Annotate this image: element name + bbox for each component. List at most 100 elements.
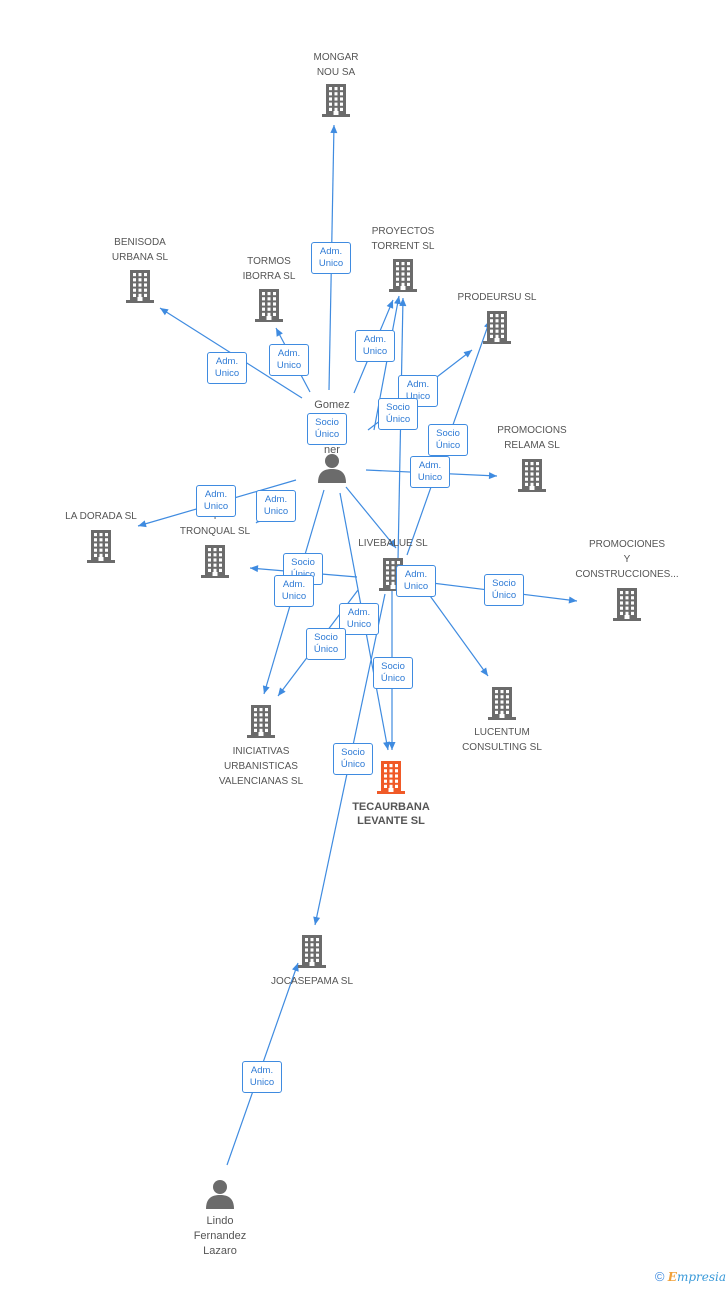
person-icon[interactable] bbox=[205, 1179, 235, 1209]
edge-arrowhead bbox=[138, 520, 147, 528]
footer-brand[interactable]: © Empresia bbox=[655, 1269, 726, 1284]
relationship-badge[interactable]: Adm.Unico bbox=[339, 603, 379, 635]
node-label-line: LA DORADA SL bbox=[65, 511, 137, 522]
building-icon[interactable] bbox=[86, 529, 116, 563]
badge-text: Adm. bbox=[250, 1065, 274, 1076]
relationship-badge[interactable]: Adm.Unico bbox=[207, 352, 247, 384]
building-icon[interactable] bbox=[482, 310, 512, 344]
node-label-line: ner bbox=[324, 444, 340, 456]
badge-text: Único bbox=[491, 590, 517, 601]
badge-text: Unico bbox=[362, 346, 388, 357]
relationship-badge[interactable]: Adm.Unico bbox=[196, 485, 236, 517]
edge-arrowhead bbox=[568, 596, 577, 604]
badge-text: Unico bbox=[263, 506, 289, 517]
node-label-line: CONSTRUCCIONES... bbox=[575, 569, 679, 580]
building-icon[interactable] bbox=[254, 288, 284, 322]
building-icon[interactable] bbox=[388, 258, 418, 292]
badge-text: Unico bbox=[249, 1077, 275, 1088]
brand-logo: Empresia bbox=[667, 1270, 726, 1284]
node-label-dorada[interactable]: LA DORADA SL bbox=[36, 509, 166, 524]
node-label-line: BENISODA bbox=[114, 237, 166, 248]
node-label-prodeursu[interactable]: PRODEURSU SL bbox=[432, 290, 562, 305]
badge-text: Adm. bbox=[404, 569, 428, 580]
badge-text: Adm. bbox=[264, 494, 288, 505]
edge-line bbox=[345, 486, 397, 549]
badge-text: Unico bbox=[405, 391, 431, 402]
relationship-badge[interactable]: Adm.Unico bbox=[269, 344, 309, 376]
node-label-line: VALENCIANAS SL bbox=[218, 776, 304, 787]
relationship-badge[interactable]: Adm.Unico bbox=[410, 456, 450, 488]
building-icon[interactable] bbox=[376, 760, 406, 794]
building-icon[interactable] bbox=[612, 587, 642, 621]
badge-text: Único bbox=[340, 759, 366, 770]
badge-text: Unico bbox=[281, 591, 307, 602]
building-icon[interactable] bbox=[200, 544, 230, 578]
edge-arrowhead bbox=[394, 296, 401, 305]
relationship-badge[interactable]: Adm.Unico bbox=[256, 490, 296, 522]
badge-text: Socio bbox=[314, 632, 338, 643]
node-label-line: Y bbox=[623, 554, 631, 565]
building-icon[interactable] bbox=[246, 704, 276, 738]
badge-text: Socio bbox=[436, 428, 460, 439]
edge-arrowhead bbox=[313, 916, 321, 925]
node-label-line: LUCENTUM bbox=[474, 727, 530, 738]
building-icon[interactable] bbox=[297, 934, 327, 968]
person-icon[interactable] bbox=[317, 453, 347, 483]
badge-text: Único bbox=[380, 673, 406, 684]
node-label-line: TORMOS bbox=[247, 256, 291, 267]
node-label-construcciones[interactable]: PROMOCIONES Y CONSTRUCCIONES... bbox=[562, 537, 692, 582]
node-label-livebalue[interactable]: LIVEBALUE SL bbox=[328, 536, 458, 551]
relationship-badge[interactable]: Adm.Unico bbox=[396, 565, 436, 597]
node-label-line: LEVANTE SL bbox=[357, 815, 425, 827]
building-icon[interactable] bbox=[517, 458, 547, 492]
badge-text: Unico bbox=[417, 472, 443, 483]
badge-text: Unico bbox=[346, 619, 372, 630]
edge-arrowhead bbox=[386, 300, 394, 309]
node-label-jocasepama[interactable]: JOCASEPAMA SL bbox=[247, 974, 377, 989]
building-icon[interactable] bbox=[321, 83, 351, 117]
node-label-line: PROYECTOS bbox=[371, 226, 435, 237]
relationship-badge[interactable]: Adm.Unico bbox=[311, 242, 351, 274]
node-label-line: PROMOCIONS bbox=[497, 425, 567, 436]
node-label-line: INICIATIVAS bbox=[232, 746, 290, 757]
edge-arrowhead bbox=[463, 350, 472, 358]
badge-text: Único bbox=[284, 569, 322, 581]
edge-arrowhead bbox=[388, 539, 396, 548]
node-label-line: Lazaro bbox=[203, 1245, 237, 1257]
edge-arrowhead bbox=[160, 308, 169, 316]
edge-arrowhead bbox=[262, 685, 270, 694]
copyright-icon: © bbox=[654, 1269, 665, 1284]
badge-text: Socio bbox=[341, 747, 365, 758]
badge-text: Único bbox=[313, 644, 339, 655]
relationship-badge[interactable]: Adm.Unico bbox=[355, 330, 395, 362]
edge-arrowhead bbox=[480, 667, 488, 676]
building-icon[interactable] bbox=[125, 269, 155, 303]
edge-arrowhead bbox=[488, 472, 497, 480]
relationship-badge[interactable]: Adm.Unico bbox=[242, 1061, 282, 1093]
node-label-line: PROMOCIONES bbox=[588, 539, 666, 550]
relationship-badge[interactable]: Adm.Unico bbox=[274, 575, 314, 607]
badge-text: Unico bbox=[203, 501, 229, 512]
edge-arrowhead bbox=[292, 963, 299, 972]
edge-arrowhead bbox=[388, 742, 396, 750]
building-icon[interactable] bbox=[487, 686, 517, 720]
badge-text: Único bbox=[435, 440, 461, 451]
node-label-line: LIVEBALUE SL bbox=[358, 538, 428, 549]
